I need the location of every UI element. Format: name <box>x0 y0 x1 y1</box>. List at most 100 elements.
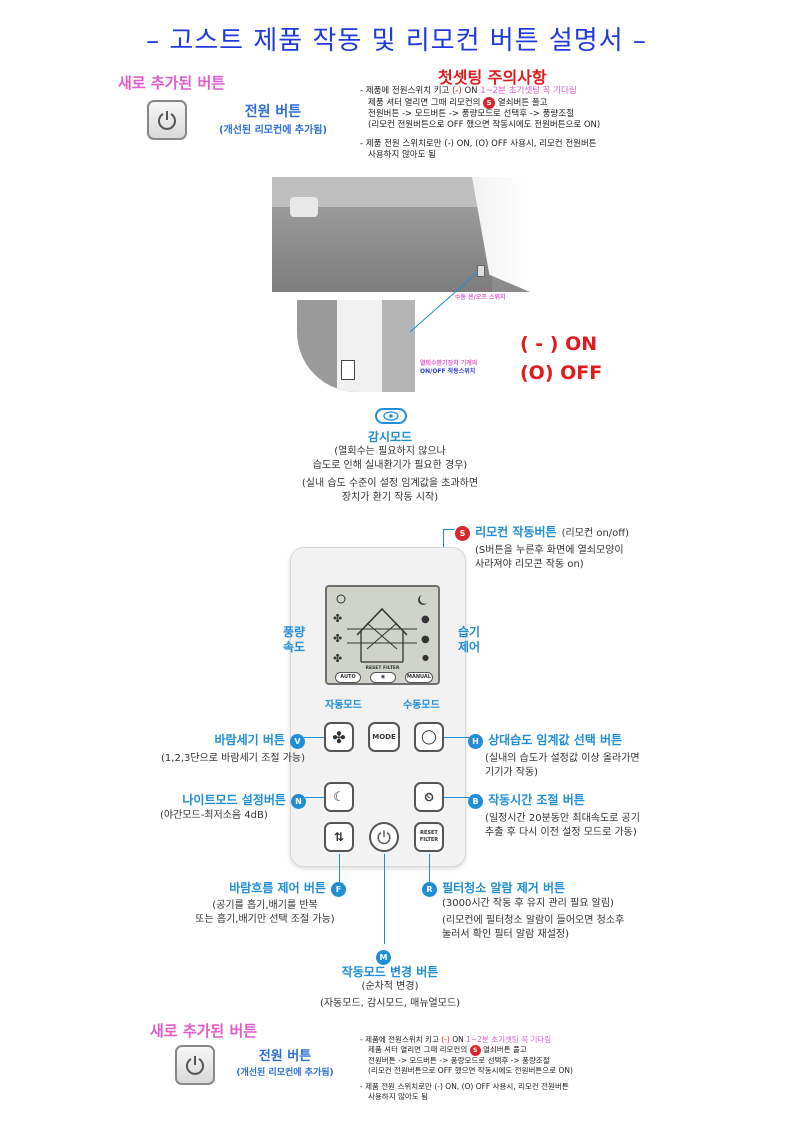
caution-line2-end: 열쇠버튼 풀고 <box>495 98 548 108</box>
caution2-wait: 1~2분 초기셋팅 꼭 기다림 <box>466 1035 552 1044</box>
humidity-threshold-title: 상대습도 임계값 선택 버튼 <box>488 733 623 747</box>
filter-alarm-desc1: (리모컨에 필터청소 알람이 들어오면 청소후 <box>442 915 625 926</box>
mode-change-badge: M <box>376 950 391 965</box>
svg-text:●: ● <box>421 614 430 625</box>
eye-icon <box>383 411 399 421</box>
humidity-control-b: 제어 <box>458 640 481 654</box>
monitor-mode-desc2: 장치가 환기 작동 시작) <box>341 492 439 503</box>
remote-operate-desc1: (S버튼을 누른후 화면에 열쇠모양이 <box>475 545 624 556</box>
humidity-control-label: 습기 제어 <box>458 625 480 655</box>
caution2-line3: 전원버튼 -> 모드버튼 -> 풍량모드로 선택후 -> 풍량조절 <box>368 1056 550 1065</box>
on-label: ( - ) ON <box>520 333 598 355</box>
airflow-desc2: 또는 흡기,배기만 선택 조절 가능) <box>195 914 335 925</box>
monitor-mode-sub2: 습도로 인해 실내환기가 필요한 경우) <box>312 460 468 471</box>
humidity-control-a: 습기 <box>458 625 481 639</box>
caution-on: ON <box>461 86 481 96</box>
power-button-image-2 <box>175 1045 215 1085</box>
power-button-subtitle-2: (개선된 리모컨에 추가됨) <box>236 1068 334 1078</box>
filter-alarm-desc2: 눌러서 확인 필터 알람 재설정) <box>442 929 570 940</box>
svg-text:✤: ✤ <box>333 652 342 665</box>
caution2-line2: 제품 셔터 열리면 그때 리모컨의 <box>368 1045 470 1054</box>
power-icon <box>186 1056 204 1075</box>
wind-speed-badge: V <box>290 734 305 749</box>
reset-text: RESET <box>420 830 438 836</box>
monitor-mode-title: 감시모드 <box>367 430 413 444</box>
monitor-mode-block: 감시모드 (열회수는 필요하지 않으나 습도로 인해 실내환기가 필요한 경우)… <box>190 428 590 505</box>
s-badge: S <box>483 97 496 109</box>
mode-change-title: 작동모드 변경 버튼 <box>341 965 439 979</box>
off-label: (O) OFF <box>520 362 603 384</box>
wind-speed-button[interactable]: ✤ <box>324 722 354 752</box>
remote-operate-block: S 리모컨 작동버튼 (리모컨 on/off) (S버튼을 누른후 화면에 열쇠… <box>455 521 629 572</box>
reset-filter-button[interactable]: RESET FILTER <box>414 822 444 852</box>
filter-alarm-sub: (3000시간 작동 후 유지 관리 필요 알림) <box>442 898 614 909</box>
boost-desc2: 추출 후 다시 이전 설정 모드로 가동) <box>485 827 637 838</box>
wind-speed-block: 바람세기 버튼 V (1,2,3단으로 바람세기 조절 가능) <box>150 729 305 766</box>
airflow-button[interactable]: ⇅ <box>324 822 354 852</box>
humidity-threshold-block: H 상대습도 임계값 선택 버튼 (실내의 습도가 설정값 이상 올라가면 기기… <box>468 729 640 780</box>
airflow-desc: (공기를 흡기,배기를 반복 또는 흡기,배기만 선택 조절 가능) <box>190 899 340 927</box>
switch-label-2a: 열회수환기장치 기계의 <box>420 360 478 367</box>
moon-icon <box>418 595 427 605</box>
new-button-label: 새로 추가된 버튼 <box>118 74 226 92</box>
humidity-threshold-button[interactable]: ◯ <box>414 722 444 752</box>
humidity-threshold-desc1: (실내의 습도가 설정값 이상 올라가면 <box>485 753 640 764</box>
power-button[interactable] <box>369 822 399 852</box>
caution-line1: - 제품에 전원스위치 키고 <box>360 86 453 96</box>
caution-text-2: - 제품에 전원스위치 키고 (-) ON 1~2분 초기셋팅 꼭 기다림 제품… <box>360 1035 660 1102</box>
remote-operate-badge: S <box>455 526 470 541</box>
filter-alarm-block: R 필터청소 알람 제거 버튼 (3000시간 작동 후 유지 관리 필요 알림… <box>422 877 624 942</box>
monitor-mode-desc1: (실내 습도 수준이 설정 임계값을 초과하면 <box>301 478 479 489</box>
new-button-label-2: 새로 추가된 버튼 <box>150 1022 258 1040</box>
clock-icon: ⏲ <box>424 789 434 804</box>
switch-label: 수동 온/오프 스위치 <box>455 294 506 301</box>
night-mode-button[interactable]: ☾ <box>324 782 354 812</box>
night-mode-title: 나이트모드 설정버튼 <box>182 793 286 807</box>
power-icon <box>377 830 391 845</box>
caution2-line2-end: 열쇠버튼 풀고 <box>480 1045 527 1054</box>
monitor-mode-badge <box>375 408 407 424</box>
boost-title: 작동시간 조절 버튼 <box>488 793 585 807</box>
filter-text: FILTER <box>419 837 439 843</box>
caution-line4: (리모컨 전원버튼으로 OFF 했으면 작동시에도 전원버튼으로 ON) <box>368 120 601 130</box>
pointer-lines <box>409 271 479 333</box>
wind-speed-desc: (1,2,3단으로 바람세기 조절 가능) <box>161 753 305 764</box>
auto-mode-label: 자동모드 <box>325 700 362 711</box>
mode-button[interactable]: MODE <box>368 722 400 752</box>
caution2-on: ON <box>449 1035 467 1044</box>
caution-wait: 1~2분 초기셋팅 꼭 기다림 <box>480 86 577 96</box>
monitor-pill: ◉ <box>370 672 396 683</box>
mode-change-desc: (자동모드, 감시모드, 매뉴얼모드) <box>319 998 461 1009</box>
airflow-block: 바람흐름 제어 버튼 F <box>190 877 346 897</box>
s-badge-2: S <box>469 1045 481 1056</box>
lcd-screen: ✤ ✤ ✤ ● ● ● RESET FILTER <box>325 585 440 685</box>
moon-icon: ☾ <box>333 789 345 805</box>
caution-text: - 제품에 전원스위치 키고 (-) ON 1~2분 초기셋팅 꼭 기다림 제품… <box>360 86 690 161</box>
filter-alarm-title: 필터청소 알람 제거 버튼 <box>442 881 566 895</box>
device-photo <box>272 177 530 292</box>
power-button-title-2: 전원 버튼 <box>258 1049 312 1064</box>
boost-timer-button[interactable]: ⏲ <box>414 782 444 812</box>
drop-icon: ◯ <box>421 729 437 745</box>
humidity-threshold-badge: H <box>468 734 483 749</box>
airflow-title: 바람흐름 제어 버튼 <box>229 881 326 895</box>
caution-line6: 사용하지 않아도 됨 <box>368 150 436 160</box>
mode-change-sub: (순차적 변경) <box>361 981 419 992</box>
fan-icon: ✤ ✤ ✤ <box>333 612 342 665</box>
fan-speed-label: 풍량 속도 <box>283 625 305 655</box>
caution-title: 첫셋팅 주의사항 <box>438 68 547 87</box>
caution2-line5: - 제품 전원 스위치로만 (-) ON, (O) OFF 사용시, 리모컨 전… <box>360 1082 569 1091</box>
power-button-image <box>147 100 187 140</box>
fan-icon: ✤ <box>332 727 346 747</box>
switch-label-2b: ON/OFF 작동스위치 <box>420 368 476 375</box>
boost-desc1: (일정시간 20분동안 최대속도로 공기 <box>485 813 640 824</box>
airflow-desc1: (공기를 흡기,배기를 반복 <box>212 900 318 911</box>
svg-text:✤: ✤ <box>333 632 342 645</box>
lcd-diagram: ✤ ✤ ✤ ● ● ● <box>333 594 430 665</box>
manual-mode-label: 수동모드 <box>403 700 440 711</box>
boost-badge: B <box>468 794 483 809</box>
switch-closeup-photo <box>297 300 415 392</box>
caution2-line6: 사용하지 않아도 됨 <box>368 1092 428 1101</box>
remote-operate-suffix: (리모컨 on/off) <box>561 528 630 539</box>
night-mode-desc: (야간모드-최저소음 4dB) <box>160 810 268 821</box>
